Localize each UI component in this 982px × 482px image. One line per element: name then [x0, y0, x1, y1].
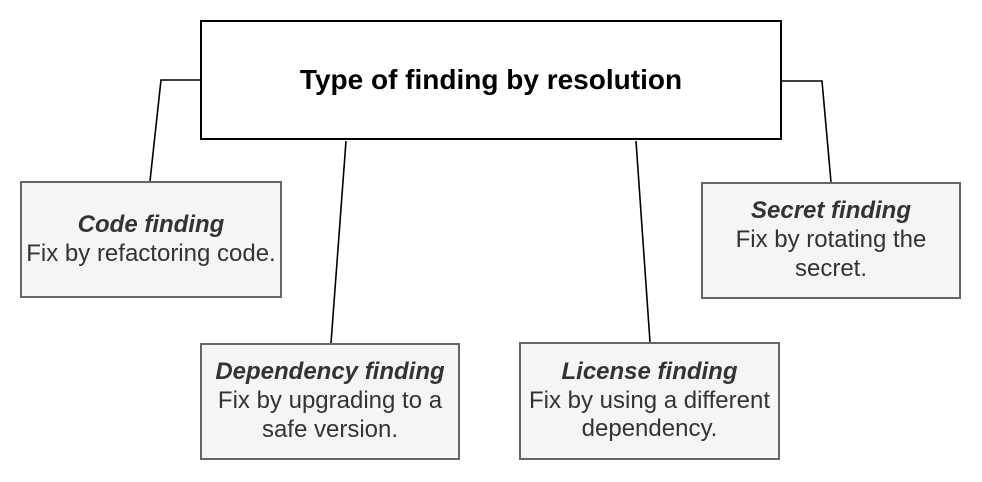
node-secret-finding: Secret finding Fix by rotating the secre… — [701, 182, 961, 299]
node-code-finding-title: Code finding — [77, 210, 225, 238]
node-license-finding-title: License finding — [561, 357, 738, 385]
node-license-finding: License finding Fix by using a different… — [519, 342, 780, 460]
root-node-label: Type of finding by resolution — [299, 64, 683, 96]
connector-root-to-code — [149, 79, 200, 182]
node-dependency-finding: Dependency finding Fix by upgrading to a… — [200, 343, 460, 460]
connector-root-to-dependency — [330, 140, 347, 344]
node-code-finding: Code finding Fix by refactoring code. — [20, 181, 282, 298]
node-secret-finding-title: Secret finding — [750, 197, 912, 225]
connector-root-to-license — [635, 140, 651, 343]
node-license-finding-description: Fix by using a different dependency. — [528, 386, 771, 443]
node-code-finding-description: Fix by refactoring code. — [26, 239, 276, 267]
node-dependency-finding-description: Fix by upgrading to a safe version. — [217, 387, 443, 443]
root-node: Type of finding by resolution — [200, 20, 782, 140]
node-dependency-finding-title: Dependency finding — [215, 358, 445, 386]
node-secret-finding-description: Fix by rotating the secret. — [735, 226, 927, 282]
connector-root-to-secret — [782, 80, 832, 183]
